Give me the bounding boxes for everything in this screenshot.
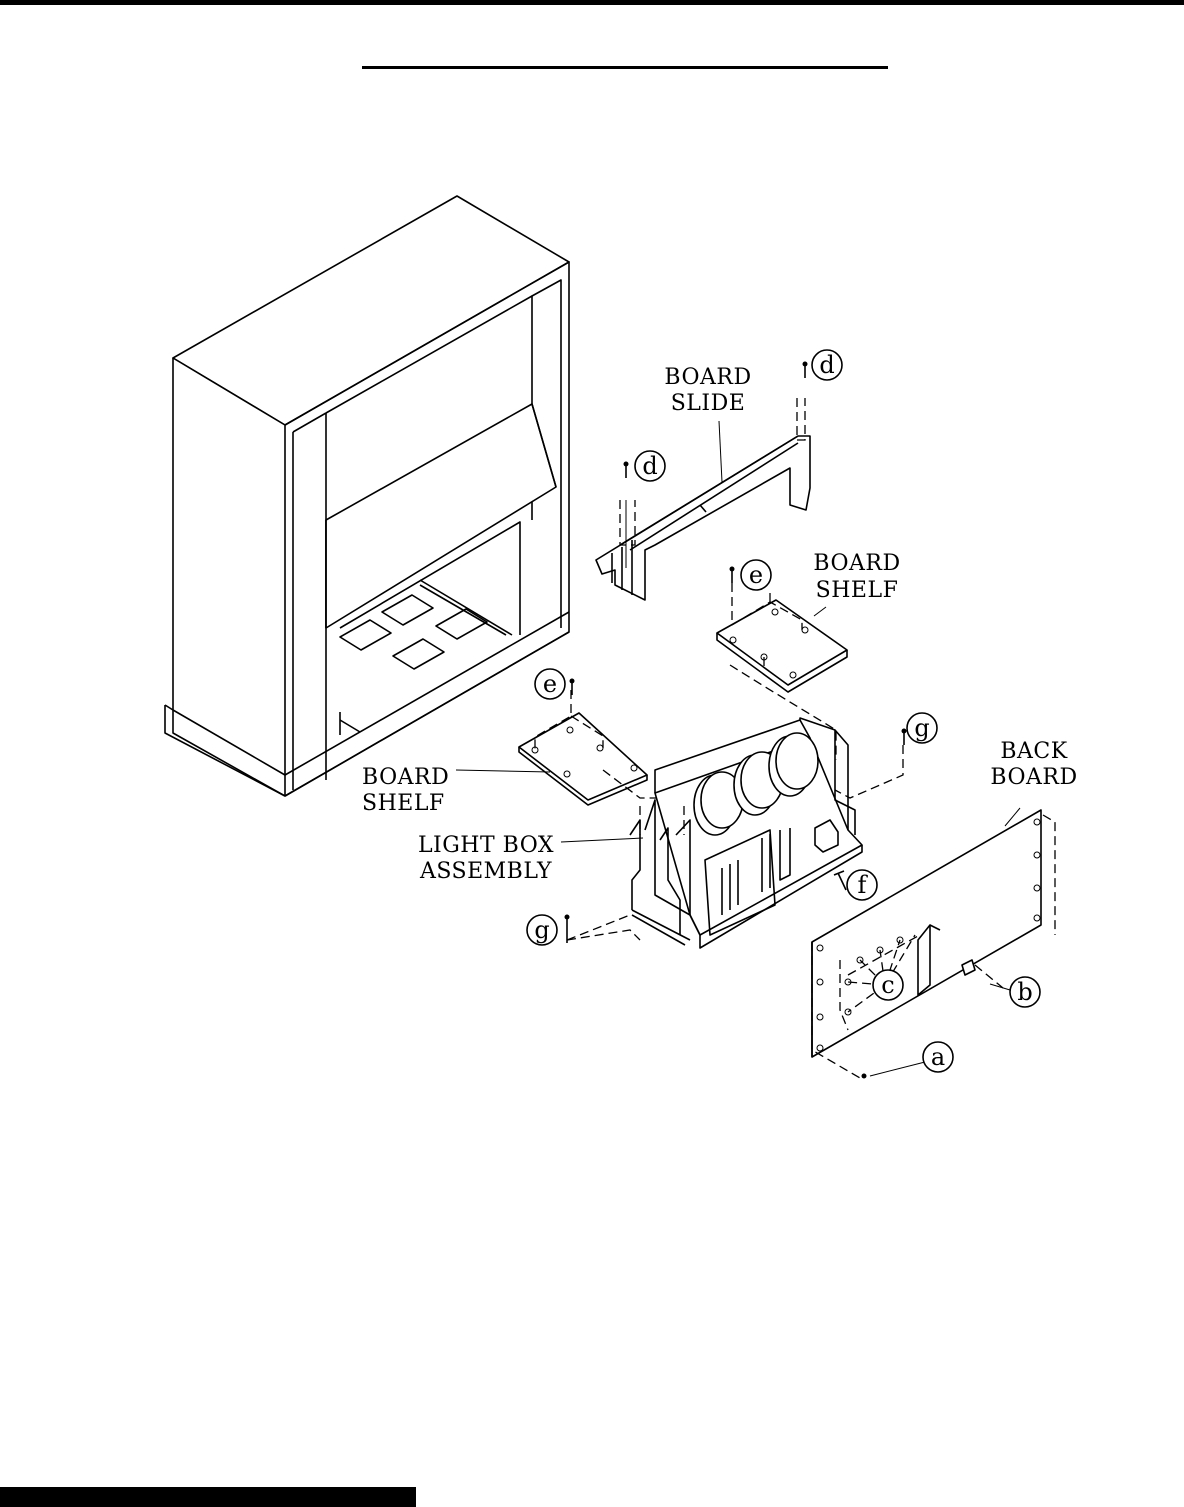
board-shelf-left bbox=[455, 690, 660, 806]
board-shelf-right bbox=[716, 583, 848, 760]
board-shelf-right-leader bbox=[813, 606, 827, 617]
callout-a-leader bbox=[869, 1061, 926, 1077]
callout-e-1-circle bbox=[740, 559, 772, 591]
light-box-assembly bbox=[560, 717, 863, 949]
cabinet-top bbox=[172, 195, 570, 426]
board-slide-leader bbox=[718, 420, 723, 483]
callout-g-1: g bbox=[914, 714, 929, 742]
callout-d-1: d bbox=[819, 351, 834, 379]
footer-bar bbox=[0, 1487, 416, 1507]
cabinet-left-side bbox=[172, 357, 286, 797]
callout-b: b bbox=[1017, 978, 1032, 1006]
light-box-leader bbox=[560, 837, 644, 843]
callout-f: f bbox=[858, 871, 869, 899]
back-board-leader bbox=[1004, 807, 1021, 827]
callout-e-1: e bbox=[749, 561, 763, 589]
label-board-slide-line2: SLIDE bbox=[671, 391, 746, 416]
label-back-board-line1: BACK bbox=[1000, 739, 1067, 764]
label-board-shelf-left-line1: BOARD bbox=[362, 765, 449, 790]
callout-c: c bbox=[881, 971, 894, 999]
title-rule bbox=[362, 66, 888, 69]
callout-g-2-circle bbox=[526, 914, 558, 946]
board-slide bbox=[595, 398, 811, 601]
label-back-board-line2: BOARD bbox=[990, 765, 1077, 790]
callout-d-2: d bbox=[642, 452, 657, 480]
callout-d-2-circle bbox=[634, 450, 666, 482]
label-light-box-line1: LIGHT BOX bbox=[418, 833, 554, 858]
callout-a-circle bbox=[922, 1041, 954, 1073]
callout-f-circle bbox=[846, 869, 878, 901]
cabinet bbox=[164, 195, 570, 797]
callout-e-2: e bbox=[543, 670, 557, 698]
fasteners bbox=[564, 361, 1011, 1079]
callout-d-1-circle bbox=[811, 349, 843, 381]
callouts: d d e e g f g c b a bbox=[526, 349, 1041, 1073]
callout-g-2: g bbox=[534, 916, 549, 944]
callout-g-1-circle bbox=[906, 712, 938, 744]
top-rule bbox=[0, 0, 1184, 5]
callout-a: a bbox=[931, 1043, 945, 1071]
label-board-slide-line1: BOARD bbox=[664, 365, 751, 390]
callout-e-2-circle bbox=[534, 668, 566, 700]
labels: BOARD SLIDE BOARD SHELF BOARD SHELF LIGH… bbox=[362, 365, 1077, 884]
label-light-box-line2: ASSEMBLY bbox=[419, 859, 552, 884]
label-board-shelf-left-line2: SHELF bbox=[362, 791, 445, 816]
label-board-shelf-right-line1: BOARD bbox=[813, 551, 900, 576]
label-board-shelf-right-line2: SHELF bbox=[816, 578, 899, 603]
mirror-housing bbox=[325, 403, 557, 629]
callout-c-circle bbox=[872, 969, 904, 1001]
callout-b-circle bbox=[1009, 976, 1041, 1008]
board-shelf-left-leader bbox=[455, 769, 551, 773]
